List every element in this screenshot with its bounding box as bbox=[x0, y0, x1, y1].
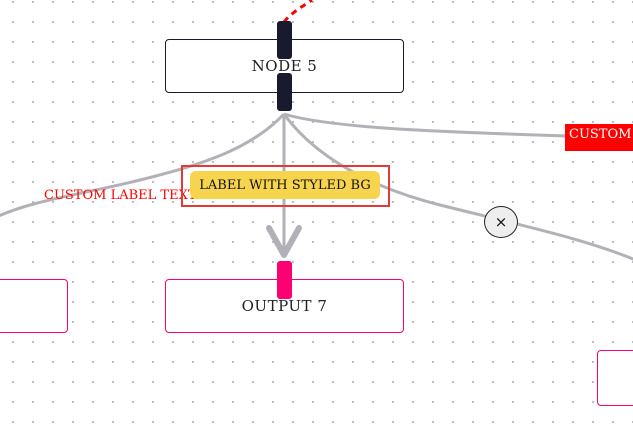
node-5-source-handle[interactable] bbox=[277, 73, 292, 111]
edge-label-styled-bg: LABEL WITH STYLED BG bbox=[190, 171, 380, 199]
output-node-7-label: OUTPUT 7 bbox=[241, 297, 328, 315]
edge-custom-edge[interactable] bbox=[283, 112, 569, 138]
output-7-target-handle[interactable] bbox=[277, 261, 292, 299]
edge-label-custom-edge: CUSTOM EDGE bbox=[565, 124, 633, 151]
edge-label-custom-text: CUSTOM LABEL TEXT bbox=[44, 188, 197, 203]
node-5-label: NODE 5 bbox=[251, 57, 318, 75]
close-icon: × bbox=[494, 213, 508, 231]
output-node-left-partial[interactable] bbox=[0, 279, 68, 333]
delete-edge-button[interactable]: × bbox=[484, 206, 518, 238]
output-node-right-partial[interactable] bbox=[597, 350, 633, 406]
edge-label-styled-bg-frame bbox=[181, 165, 390, 207]
edge-with-delete-button[interactable] bbox=[282, 113, 633, 262]
edge-label-styled-bg-text: LABEL WITH STYLED BG bbox=[199, 177, 371, 193]
edge-label-custom-edge-text: CUSTOM EDGE bbox=[569, 127, 633, 142]
node-5-target-handle[interactable] bbox=[277, 21, 292, 59]
edge-custom-label[interactable] bbox=[0, 112, 286, 220]
animated-edge[interactable] bbox=[282, 0, 313, 23]
